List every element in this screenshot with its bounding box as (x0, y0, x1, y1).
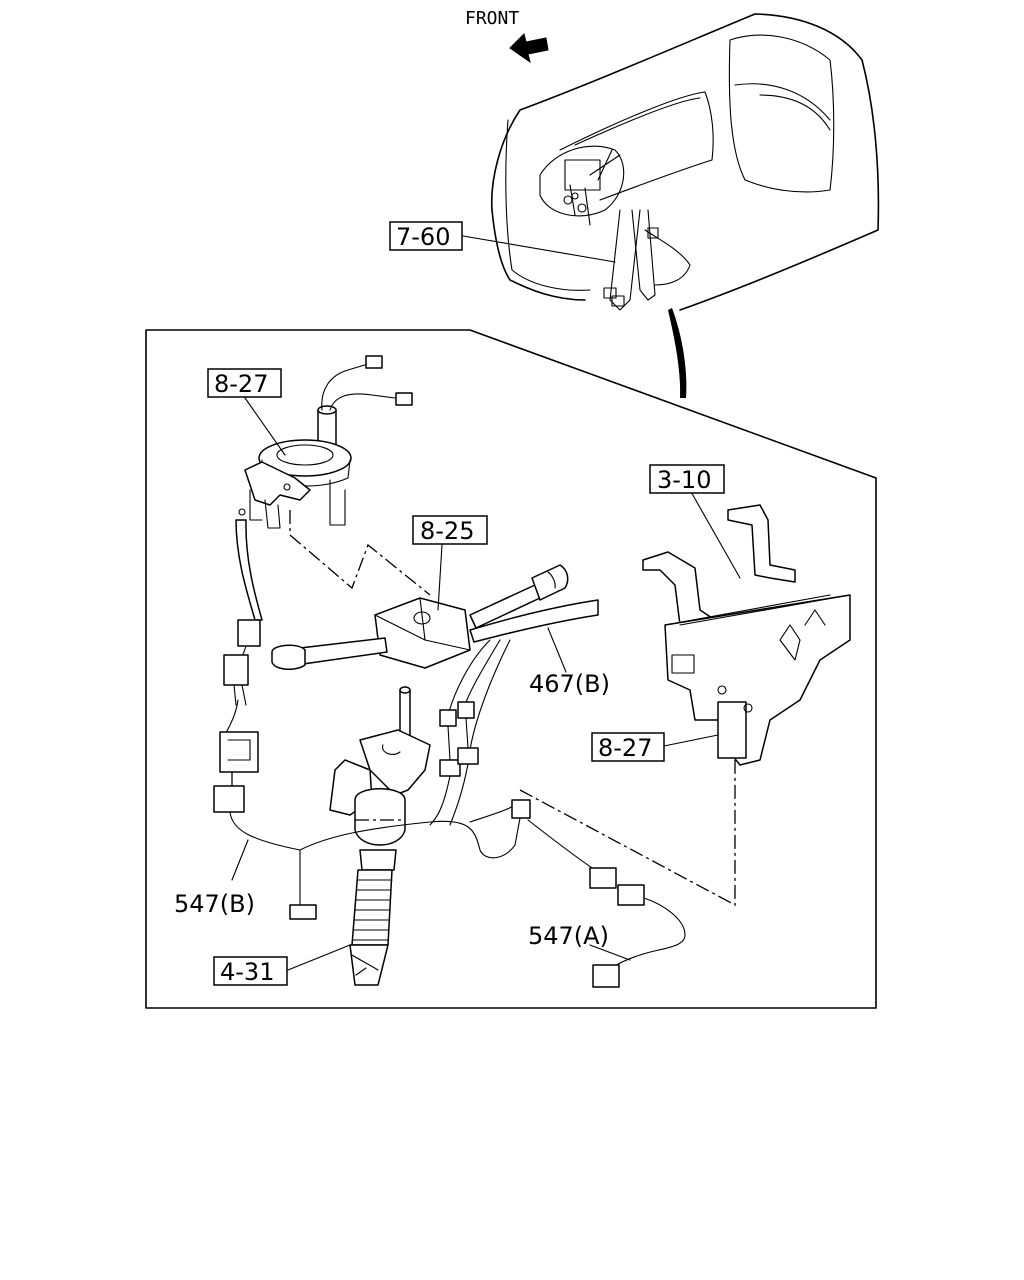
callout-label: 3-10 (657, 466, 711, 494)
callout-4-31[interactable]: 4-31 (213, 956, 288, 986)
callout-7-60[interactable]: 7-60 (389, 221, 463, 251)
label-547b: 547(B) (174, 890, 255, 918)
clock-spring-assembly (213, 355, 413, 813)
leader-3-10 (689, 489, 741, 579)
front-label: FRONT (465, 8, 519, 29)
leader-547a (589, 944, 631, 961)
steering-column (329, 686, 431, 986)
zoom-pointer (668, 308, 687, 398)
combination-switch (271, 564, 599, 670)
detail-frame (145, 329, 877, 1009)
harness-link (519, 760, 736, 907)
arrow-up-left-icon (509, 33, 549, 64)
callout-label: 8-25 (420, 517, 474, 545)
callout-label: 8-27 (598, 734, 652, 762)
callout-label: 8-27 (214, 370, 268, 398)
dashboard-overview-illustration (490, 13, 880, 311)
label-547a: 547(A) (528, 922, 609, 950)
callout-label: 4-31 (220, 958, 274, 986)
leader-7-60 (462, 235, 616, 263)
callout-3-10[interactable]: 3-10 (649, 464, 725, 494)
callout-label: 7-60 (396, 223, 450, 251)
harness-547a (592, 884, 686, 988)
leader-8-27-top (244, 397, 286, 456)
callout-8-27-right[interactable]: 8-27 (591, 732, 665, 762)
mounting-bracket (642, 504, 851, 766)
assembly-link (289, 510, 431, 596)
leader-467b (547, 627, 567, 673)
callout-8-27-top[interactable]: 8-27 (207, 368, 282, 398)
callout-8-25[interactable]: 8-25 (412, 515, 488, 545)
harness-467b (429, 639, 511, 826)
leader-8-27-right (663, 734, 719, 747)
leader-4-31 (287, 944, 351, 971)
harness-547b (229, 799, 617, 920)
label-467b: 467(B) (529, 670, 610, 698)
leader-547b (231, 839, 249, 881)
leader-8-25 (437, 544, 443, 611)
